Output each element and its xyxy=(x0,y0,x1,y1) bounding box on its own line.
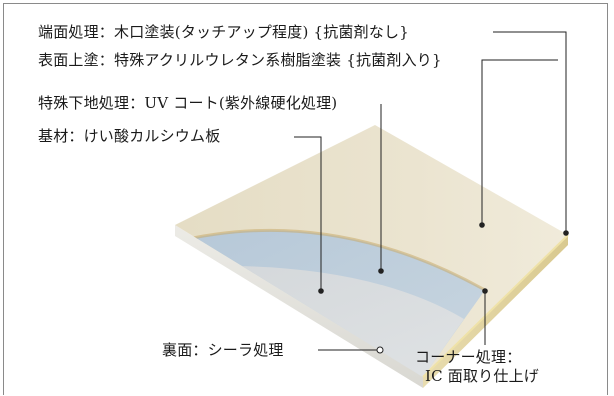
board-right-edge xyxy=(423,235,568,388)
dot-base-material xyxy=(318,288,324,294)
dot-back xyxy=(376,346,384,354)
leader-surface-coat xyxy=(481,59,558,225)
label-back-treatment: 裏面：シーラ処理 xyxy=(162,341,284,359)
board-edge-highlight xyxy=(422,234,569,378)
label-edge-treatment: 端面処理：木口塗装(タッチアップ程度) {抗菌剤なし} xyxy=(38,23,409,41)
dot-special-base xyxy=(378,268,384,274)
board-front-edge xyxy=(175,225,423,388)
dot-edge xyxy=(563,230,569,236)
label-surface-coat: 表面上塗：特殊アクリルウレタン系樹脂塗装 {抗菌剤入り} xyxy=(38,51,442,69)
dot-surface-coat xyxy=(479,222,485,228)
leader-base-material xyxy=(294,136,322,291)
label-corner-line1: コーナー処理： xyxy=(415,348,522,366)
label-corner-line2: IC 面取り仕上げ xyxy=(425,367,539,385)
label-special-base: 特殊下地処理：UV コート(紫外線硬化処理) xyxy=(38,94,338,112)
leader-edge xyxy=(493,31,567,232)
label-base-material: 基材：けい酸カルシウム板 xyxy=(38,127,221,145)
coat-boundary xyxy=(175,228,486,292)
dot-corner xyxy=(482,288,488,294)
